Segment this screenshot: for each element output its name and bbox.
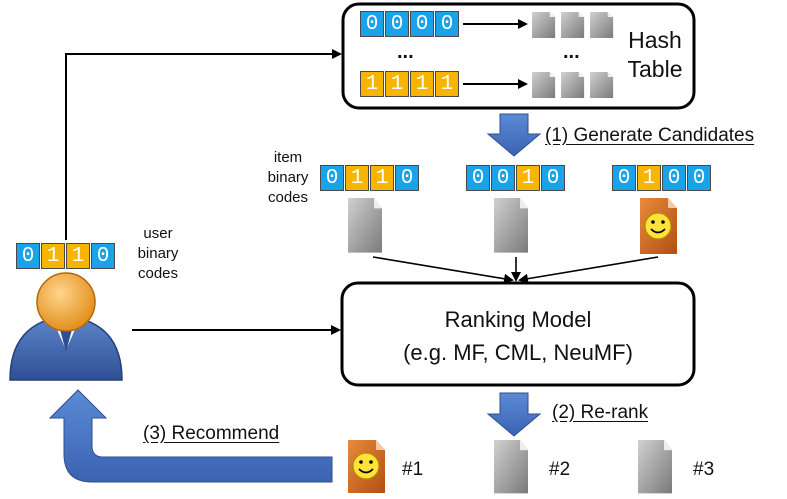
ranked-doc-2-icon <box>494 440 528 494</box>
generate-arrow-icon <box>486 113 542 157</box>
bit: 0 <box>466 165 490 191</box>
bit: 0 <box>491 165 515 191</box>
bit: 1 <box>385 71 409 97</box>
hash-row-bottom-code: 1 1 1 1 <box>360 71 460 97</box>
bit: 1 <box>435 71 459 97</box>
ranking-model-title: Ranking Model <box>444 307 592 332</box>
bit: 0 <box>687 165 711 191</box>
item-code-1: 0 1 1 0 <box>320 165 420 191</box>
bit: 0 <box>360 11 384 37</box>
ranking-model-examples: (e.g. MF, CML, NeuMF) <box>403 340 633 365</box>
bit: 1 <box>637 165 661 191</box>
bit: 0 <box>541 165 565 191</box>
candidate-doc-2-icon <box>494 198 528 253</box>
item-code-2: 0 0 1 0 <box>466 165 566 191</box>
bit: 0 <box>395 165 419 191</box>
bit: 1 <box>370 165 394 191</box>
user-codes-label: user binary codes <box>128 224 188 284</box>
rerank-arrow-icon <box>486 392 542 437</box>
step-generate-candidates: (1) Generate Candidates <box>545 125 755 146</box>
candidate-doc-1-icon <box>348 198 382 253</box>
hash-bucket-docs-top <box>532 12 614 39</box>
bit: 0 <box>435 11 459 37</box>
user-label-line2: binary <box>137 245 179 262</box>
item-label-line1: item <box>273 149 303 166</box>
ranked-doc-1-icon <box>348 440 385 493</box>
ranked-doc-3-icon <box>638 440 672 494</box>
item-code-3: 0 1 0 0 <box>612 165 712 191</box>
hash-row-top-code: 0 0 0 0 <box>360 11 460 37</box>
recommend-arrow-icon <box>48 389 333 483</box>
rank-1-label: #1 <box>402 459 424 480</box>
rank-2-label: #2 <box>549 459 571 480</box>
bit: 1 <box>360 71 384 97</box>
user-label-line1: user <box>143 225 173 242</box>
candidate-doc-3-icon <box>640 198 677 254</box>
bit: 0 <box>662 165 686 191</box>
user-code: 0 1 1 0 <box>16 243 116 269</box>
bit: 0 <box>410 11 434 37</box>
bit: 1 <box>41 243 65 269</box>
bit: 0 <box>320 165 344 191</box>
ranking-model-box <box>340 281 696 387</box>
bit: 0 <box>16 243 40 269</box>
bit: 0 <box>612 165 636 191</box>
user-avatar-icon <box>9 272 123 381</box>
hash-table-label: Hash Table <box>620 26 690 84</box>
step-rerank: (2) Re-rank <box>552 402 649 423</box>
hash-label-line2: Table <box>627 56 683 82</box>
hash-label-line1: Hash <box>628 27 682 53</box>
hash-ellipsis-left: ... <box>397 41 414 63</box>
user-label-line3: codes <box>137 265 179 282</box>
hash-ellipsis-right: ... <box>563 41 580 63</box>
bit: 1 <box>345 165 369 191</box>
bit: 1 <box>410 71 434 97</box>
ranking-model-text: Ranking Model (e.g. MF, CML, NeuMF) <box>342 303 694 369</box>
rank-3-label: #3 <box>693 459 715 480</box>
bit: 1 <box>516 165 540 191</box>
item-codes-label: item binary codes <box>258 148 318 208</box>
bit: 0 <box>385 11 409 37</box>
item-label-line2: binary <box>267 169 309 186</box>
hash-bucket-docs-bottom <box>532 72 614 99</box>
bit: 1 <box>66 243 90 269</box>
bit: 0 <box>91 243 115 269</box>
item-label-line3: codes <box>267 189 309 206</box>
step-recommend: (3) Recommend <box>143 423 280 444</box>
